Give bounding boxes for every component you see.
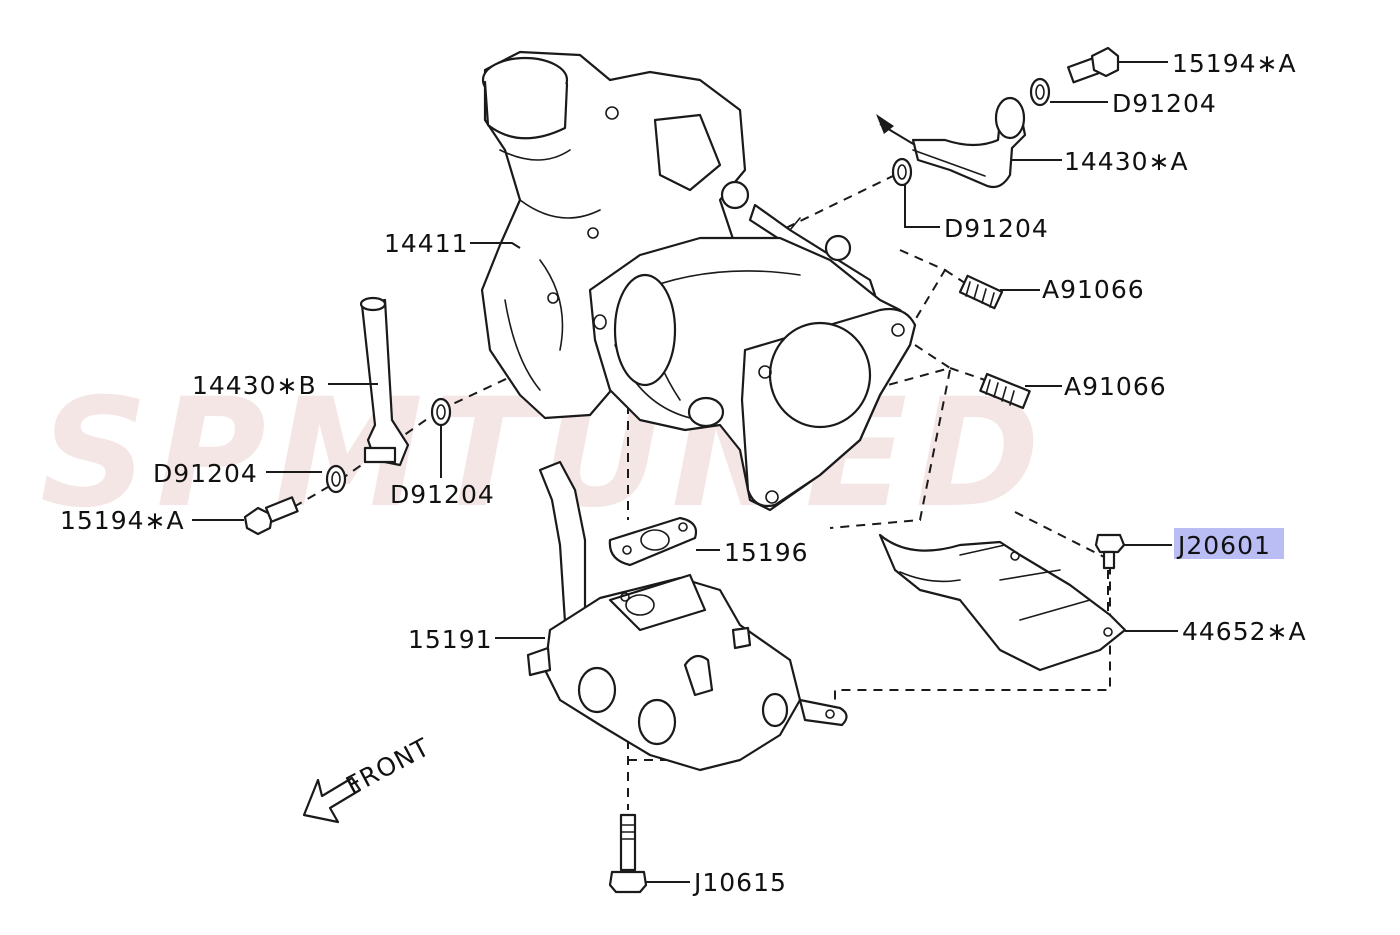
- callout-d91204-left: D91204: [153, 459, 258, 488]
- washer-left: [325, 464, 347, 494]
- callout-d91204-mid: D91204: [944, 214, 1049, 243]
- leader-lines: [192, 61, 1178, 883]
- bolt-j10615: [608, 813, 648, 894]
- callout-14430a: 14430∗A: [1064, 147, 1189, 176]
- eye-bolt-top: [1067, 46, 1120, 84]
- callout-d91204-top: D91204: [1112, 89, 1217, 118]
- callout-14411: 14411: [384, 229, 469, 258]
- oil-feed-pipe: [876, 96, 1027, 189]
- stud-upper: [958, 274, 1004, 310]
- turbocharger: [480, 50, 917, 512]
- callout-labels: 15194∗A D91204 14430∗A D91204 14411 A910…: [60, 49, 1307, 897]
- eye-bolt-bottom: [243, 496, 299, 536]
- callout-15194a-top: 15194∗A: [1172, 49, 1297, 78]
- callout-highlight: [1174, 528, 1284, 559]
- washer-top: [1029, 77, 1051, 107]
- washer-right: [430, 397, 452, 427]
- stud-lower: [979, 372, 1031, 410]
- exhaust-manifold: [526, 460, 848, 772]
- callout-a91066-lower: A91066: [1064, 372, 1167, 401]
- callout-14430b: 14430∗B: [192, 371, 317, 400]
- callout-j10615: J10615: [692, 868, 787, 897]
- assembly-dashed-lines: [279, 174, 1111, 810]
- callout-j20601: J20601: [1176, 531, 1271, 560]
- front-label: FRONT: [341, 732, 434, 800]
- front-indicator: FRONT: [302, 732, 435, 824]
- heat-insulator: [878, 533, 1127, 672]
- callout-15191: 15191: [408, 625, 493, 654]
- callout-44652a: 44652∗A: [1182, 617, 1307, 646]
- bolt-j20601: [1094, 533, 1126, 570]
- oil-return-pipe: [359, 296, 410, 467]
- washer-mid: [891, 157, 913, 187]
- gasket: [608, 516, 698, 567]
- callout-a91066-upper: A91066: [1042, 275, 1145, 304]
- callout-15194a-bottom: 15194∗A: [60, 506, 185, 535]
- callout-d91204-bottom: D91204: [390, 480, 495, 509]
- callout-15196: 15196: [724, 538, 809, 567]
